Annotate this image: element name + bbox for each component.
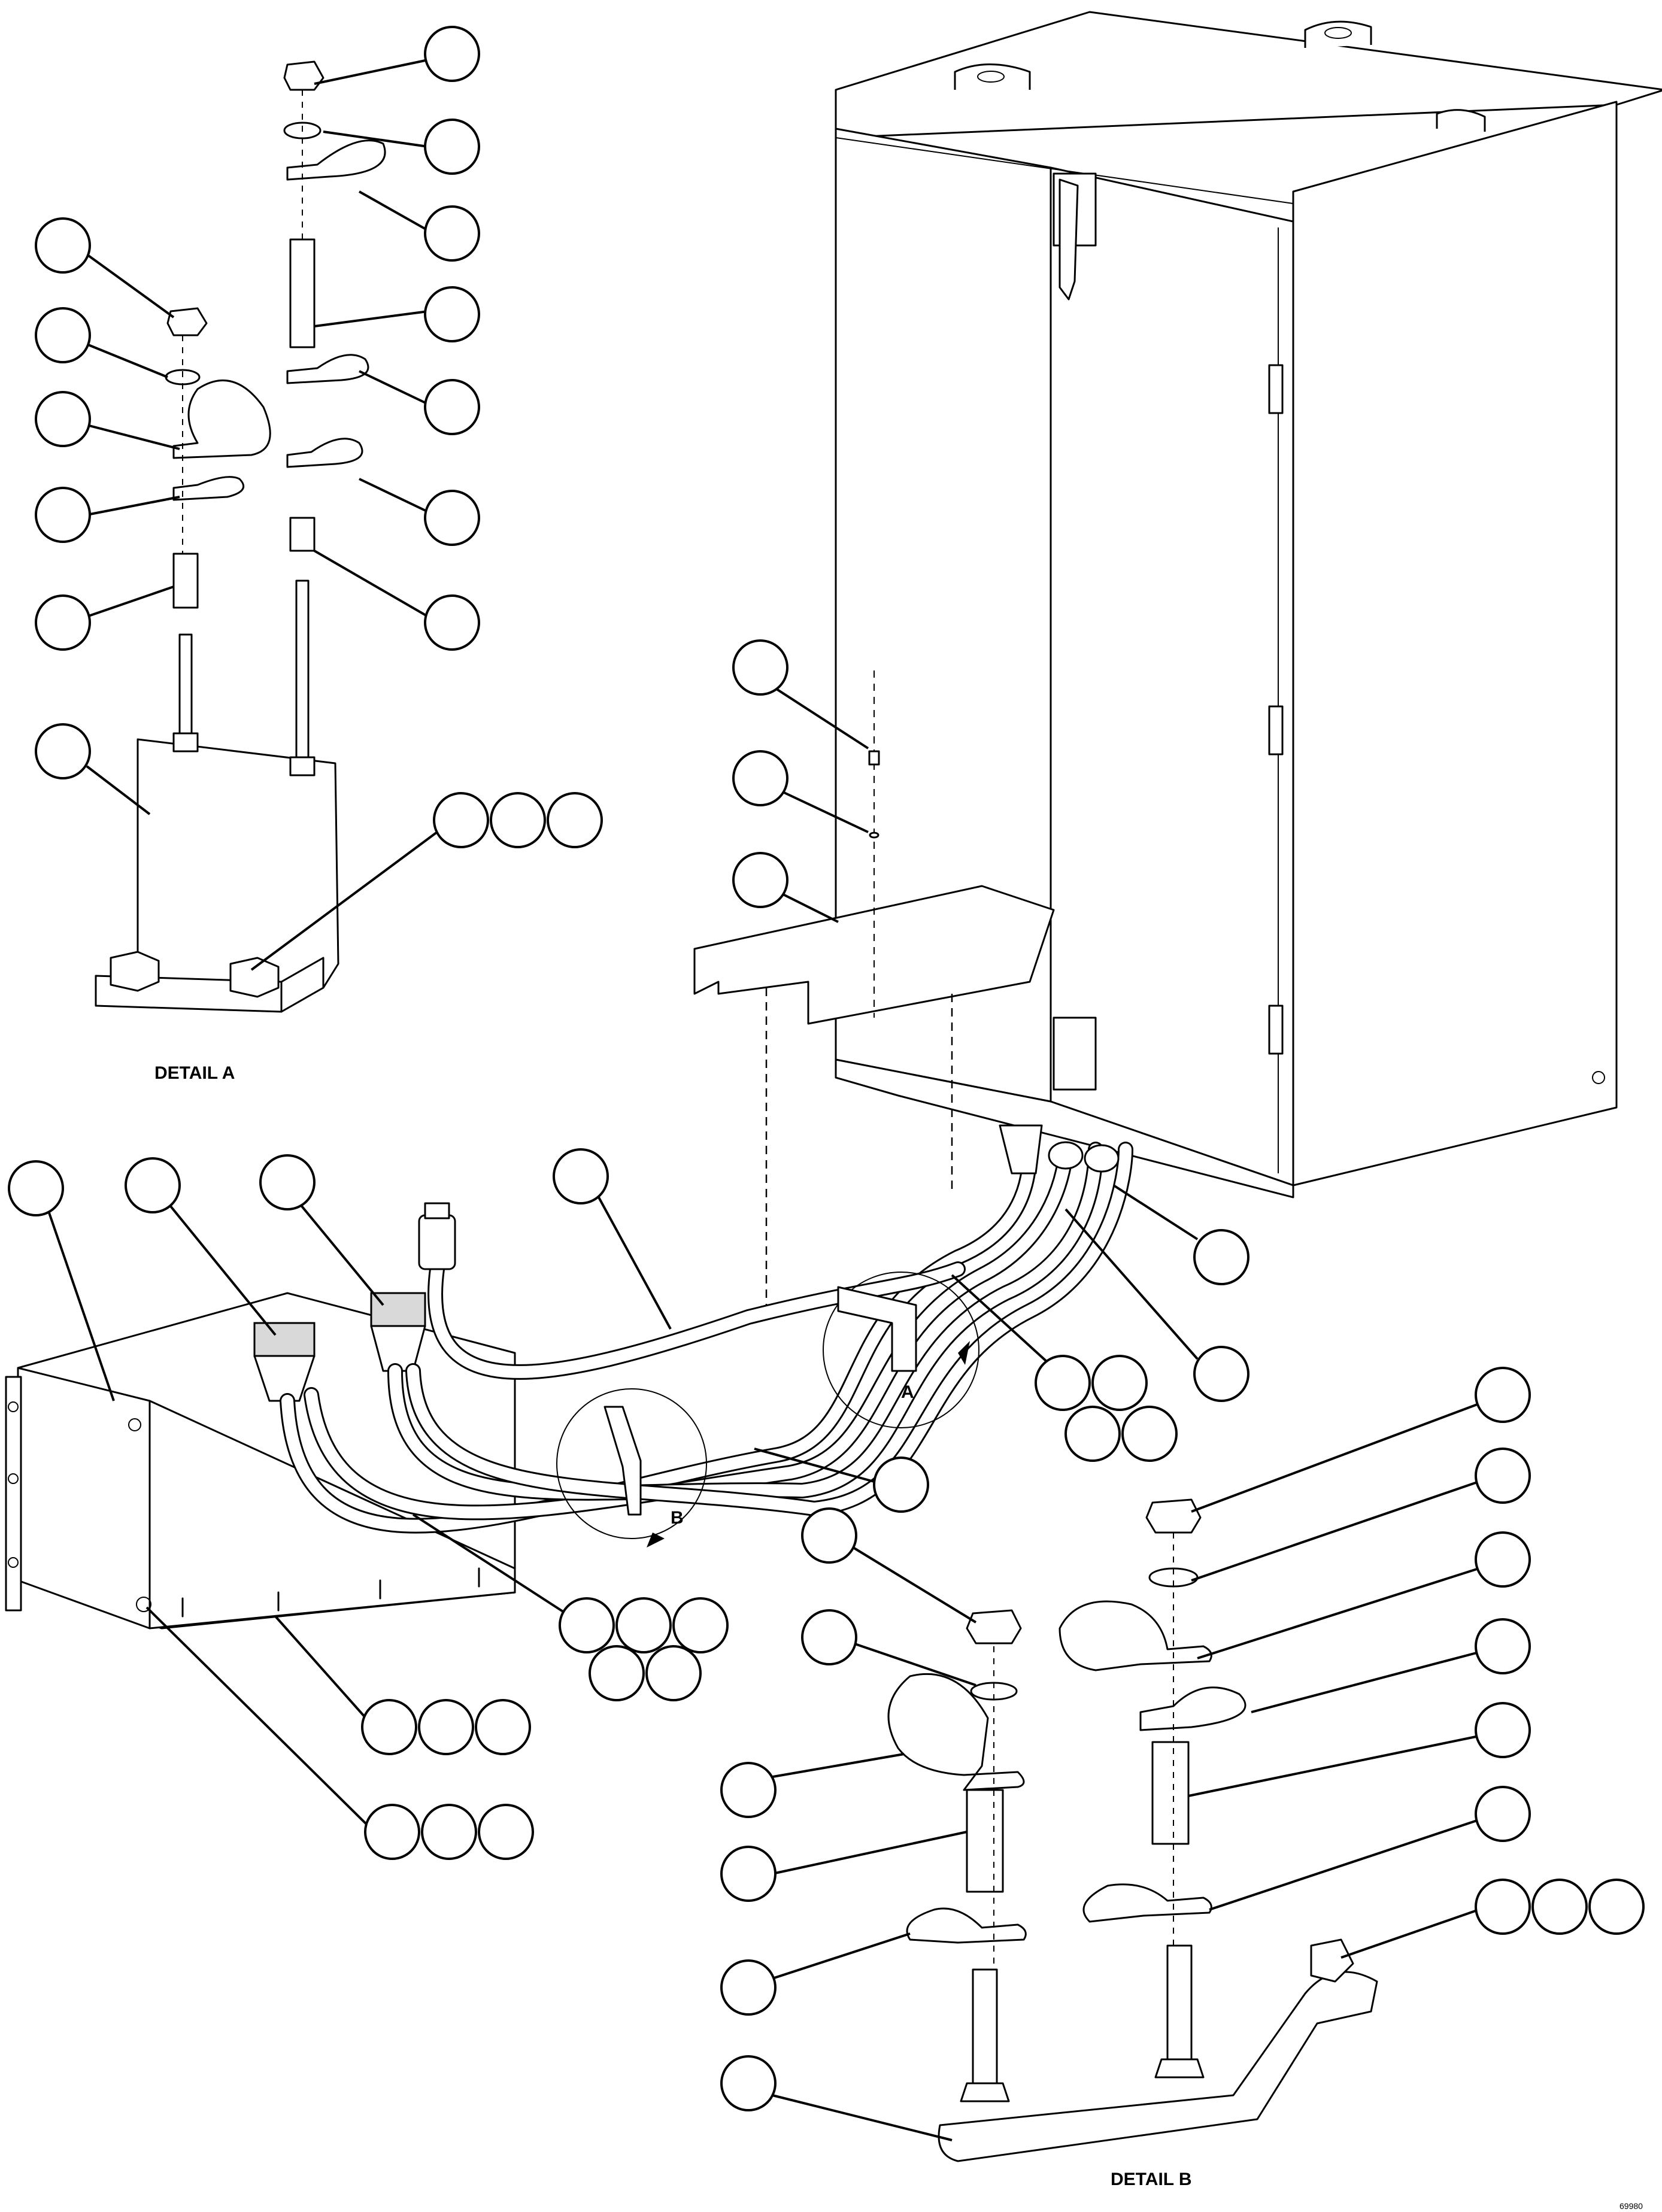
callout-balloon (478, 1804, 534, 1860)
callout-balloon (720, 1762, 777, 1818)
callout-balloon (364, 1804, 420, 1860)
callout-balloons (8, 26, 1645, 2141)
callout-balloon (35, 391, 91, 447)
callout-balloon (424, 286, 480, 342)
callout-balloon (475, 1699, 531, 1755)
callout-balloon (418, 1699, 474, 1755)
mounting-plate (693, 670, 1055, 1317)
callout-balloon (615, 1597, 672, 1653)
callout-balloon (559, 1597, 615, 1653)
callout-balloon (1035, 1355, 1091, 1411)
callout-balloon (424, 119, 480, 175)
callout-balloon (35, 217, 91, 274)
callout-balloon (424, 205, 480, 262)
callout-balloon (35, 487, 91, 543)
callout-balloon (801, 1609, 857, 1665)
callout-balloon (1091, 1355, 1148, 1411)
callout-balloon (1193, 1229, 1249, 1285)
callout-balloon (490, 792, 546, 848)
callout-balloon (421, 1804, 477, 1860)
callout-balloon (424, 594, 480, 651)
callout-balloon (732, 750, 788, 806)
view-a-label: A (901, 1382, 914, 1402)
view-b-label: B (671, 1508, 684, 1528)
callout-balloon (732, 852, 788, 908)
callout-balloon (720, 2055, 777, 2111)
callout-balloon (801, 1507, 857, 1564)
callout-balloon (125, 1157, 181, 1213)
callout-balloon (8, 1160, 64, 1216)
callout-balloon (424, 379, 480, 435)
callout-balloon (35, 307, 91, 363)
callout-balloon (547, 792, 603, 848)
callout-balloon (720, 1959, 777, 2016)
callout-balloon (424, 490, 480, 546)
callout-balloon (1064, 1406, 1121, 1462)
callout-balloon (1531, 1879, 1588, 1935)
callout-balloon (720, 1846, 777, 1902)
callout-balloon (645, 1645, 702, 1701)
callout-balloon (1121, 1406, 1178, 1462)
callout-balloon (35, 594, 91, 651)
drawing-number: 69980 (1619, 2201, 1643, 2211)
callout-balloon (259, 1154, 316, 1210)
callout-balloon (35, 723, 91, 779)
callout-balloon (1588, 1879, 1645, 1935)
detail-b-exploded-view: DETAIL B (887, 1498, 1378, 2189)
callout-balloon (424, 26, 480, 82)
callout-balloon (1475, 1618, 1531, 1674)
callout-balloon (1475, 1531, 1531, 1588)
detail-b-caption: DETAIL B (1111, 2169, 1192, 2189)
callout-balloon (873, 1457, 929, 1513)
callout-balloon (672, 1597, 729, 1653)
callout-balloon (1193, 1346, 1249, 1402)
callout-balloon (1475, 1879, 1531, 1935)
callout-balloon (589, 1645, 645, 1701)
detail-b-view-marker: B (556, 1388, 707, 1548)
callout-balloon (433, 792, 489, 848)
callout-balloon (361, 1699, 417, 1755)
callout-balloon (1475, 1702, 1531, 1758)
callout-balloon (732, 639, 788, 696)
callout-balloon (1475, 1448, 1531, 1504)
callout-balloon (553, 1148, 609, 1204)
electrical-enclosure (835, 11, 1662, 1198)
detail-a-view-marker: A (823, 1272, 979, 1428)
detail-a-exploded-view: DETAIL A (95, 60, 386, 1083)
callout-balloon (1475, 1786, 1531, 1842)
callout-balloon (1475, 1367, 1531, 1423)
detail-a-caption: DETAIL A (154, 1063, 235, 1083)
